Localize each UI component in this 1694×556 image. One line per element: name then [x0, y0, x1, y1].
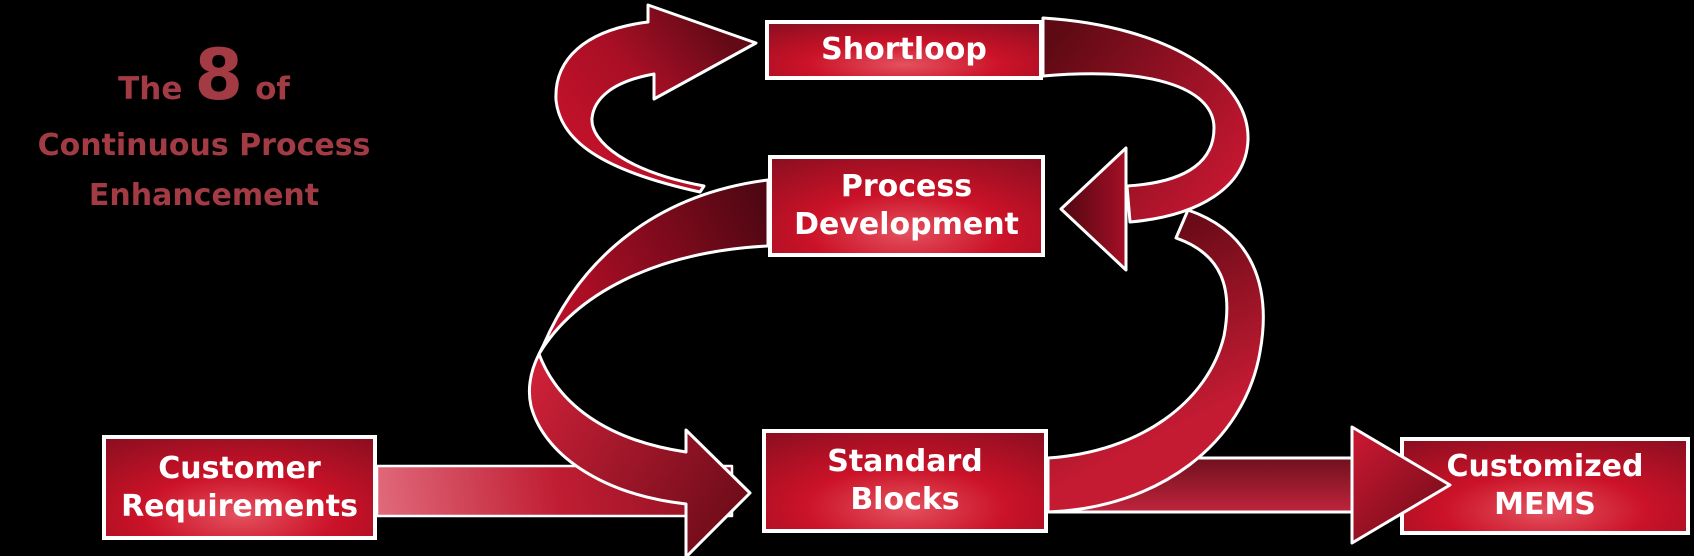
ribbon-shortloop-to-process-development: [1041, 16, 1250, 224]
node-label-line1: Standard: [827, 444, 983, 479]
node-label-line2: Blocks: [850, 482, 960, 517]
title-number-eight: 8: [194, 34, 244, 116]
arrowhead-into-customized-mems-icon: [1350, 425, 1452, 545]
node-label-line2: Requirements: [121, 488, 358, 524]
node-standard-blocks: Standard Blocks: [762, 429, 1048, 533]
title-line-2: Continuous Process: [37, 128, 371, 163]
node-label-line2: MEMS: [1494, 487, 1596, 522]
ribbon-process-development-to-waist: [537, 178, 770, 356]
node-customer-requirements: Customer Requirements: [102, 435, 377, 540]
node-shortloop: Shortloop: [765, 20, 1043, 80]
node-label-line2: Development: [794, 207, 1019, 242]
ribbon-process-development-to-shortloop: [554, 3, 758, 194]
ribbon-standard-blocks-to-process-development: [1046, 208, 1265, 514]
node-label-line1: Customized: [1446, 449, 1644, 484]
title-prefix: The: [118, 71, 183, 107]
node-label: Shortloop: [821, 32, 987, 67]
diagram-title: The 8 of Continuous Process Enhancement: [28, 34, 380, 213]
ribbon-waist-to-standard-blocks: [527, 352, 752, 556]
title-line-3: Enhancement: [88, 178, 320, 213]
title-suffix: of: [255, 71, 290, 107]
node-label-line1: Process: [840, 169, 973, 204]
node-label-line1: Customer: [158, 450, 321, 486]
arrowhead-into-process-development-icon: [1059, 146, 1128, 272]
node-process-development: Process Development: [768, 155, 1045, 257]
title-line-1: The 8 of: [28, 34, 380, 116]
